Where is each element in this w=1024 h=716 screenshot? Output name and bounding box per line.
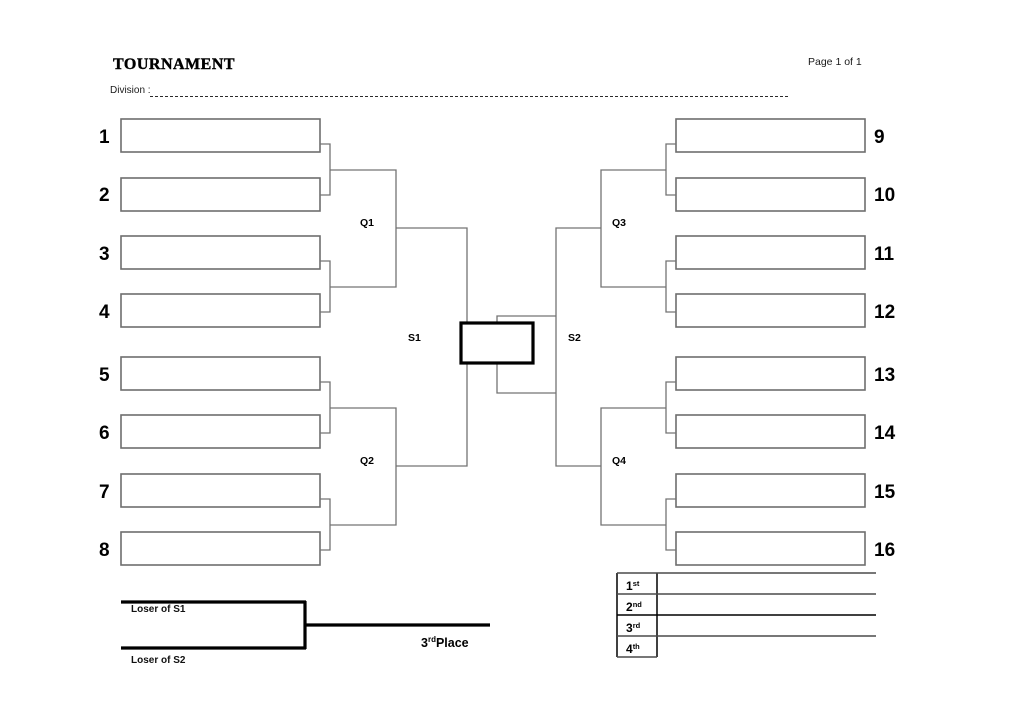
quarter-q2: Q2 bbox=[330, 407, 397, 526]
slot-box-16[interactable] bbox=[675, 531, 866, 566]
placement-rank-4-suffix: th bbox=[633, 642, 640, 651]
slot-box-9[interactable] bbox=[675, 118, 866, 153]
final-match bbox=[459, 315, 556, 394]
connector-pair-13-14 bbox=[665, 381, 676, 434]
final-winner-box[interactable] bbox=[459, 321, 535, 365]
left-seed-numbers: 1 2 3 4 5 6 7 8 bbox=[99, 127, 110, 561]
slot-box-14[interactable] bbox=[675, 414, 866, 449]
consolation-bottom-label: Loser of S2 bbox=[131, 655, 186, 666]
seed-number-12: 12 bbox=[874, 302, 895, 323]
round-label-s1: S1 bbox=[408, 332, 421, 344]
placement-rank-2: 2nd bbox=[626, 600, 642, 614]
round-label-q4: Q4 bbox=[612, 455, 626, 467]
right-bracket-slots bbox=[675, 118, 866, 566]
division-input-line[interactable] bbox=[150, 96, 788, 97]
page-title: TOURNAMENT bbox=[113, 56, 236, 73]
seed-number-4: 4 bbox=[99, 302, 110, 323]
seed-number-9: 9 bbox=[874, 127, 885, 148]
connector-pair-5-6 bbox=[320, 381, 331, 434]
quarter-q4: Q4 bbox=[600, 407, 666, 526]
placement-table: 1st 2nd 3rd 4th bbox=[616, 572, 876, 658]
slot-box-8[interactable] bbox=[120, 531, 321, 566]
seed-number-7: 7 bbox=[99, 482, 110, 503]
round-label-q1: Q1 bbox=[360, 217, 374, 229]
seed-number-16: 16 bbox=[874, 540, 895, 561]
round-label-s2: S2 bbox=[568, 332, 581, 344]
slot-box-3[interactable] bbox=[120, 235, 321, 270]
seed-number-11: 11 bbox=[874, 244, 895, 265]
slot-box-10[interactable] bbox=[675, 177, 866, 212]
placement-rank-1-number: 1 bbox=[626, 579, 633, 593]
third-place-word: Place bbox=[436, 636, 469, 650]
consolation-bracket: Loser of S1 Loser of S2 3rdPlace bbox=[121, 600, 490, 666]
slot-box-6[interactable] bbox=[120, 414, 321, 449]
placement-rank-2-suffix: nd bbox=[633, 600, 643, 609]
slot-box-5[interactable] bbox=[120, 356, 321, 391]
division-label: Division : bbox=[110, 85, 151, 96]
connector-q4 bbox=[600, 407, 666, 526]
consolation-top-label: Loser of S1 bbox=[131, 604, 186, 615]
seed-number-1: 1 bbox=[99, 127, 110, 148]
slot-box-4[interactable] bbox=[120, 293, 321, 328]
semi-s2: S2 bbox=[555, 227, 601, 467]
quarter-q3: Q3 bbox=[600, 169, 666, 288]
page-number: Page 1 of 1 bbox=[808, 56, 862, 68]
quarter-q1: Q1 bbox=[330, 169, 397, 288]
round-label-q2: Q2 bbox=[360, 455, 374, 467]
third-place-suffix: rd bbox=[428, 635, 436, 644]
placement-rank-4: 4th bbox=[626, 642, 640, 656]
connector-s2 bbox=[555, 227, 601, 467]
connector-pair-9-10 bbox=[665, 143, 676, 196]
placement-rank-1: 1st bbox=[626, 579, 640, 593]
slot-box-11[interactable] bbox=[675, 235, 866, 270]
connector-s1 bbox=[396, 227, 468, 467]
seed-number-15: 15 bbox=[874, 482, 896, 503]
slot-box-1[interactable] bbox=[120, 118, 321, 153]
semi-s1: S1 bbox=[396, 227, 468, 467]
slot-box-15[interactable] bbox=[675, 473, 866, 508]
seed-number-6: 6 bbox=[99, 423, 110, 444]
placement-rank-2-number: 2 bbox=[626, 600, 633, 614]
slot-box-12[interactable] bbox=[675, 293, 866, 328]
connector-pair-11-12 bbox=[665, 260, 676, 313]
connector-pair-15-16 bbox=[665, 498, 676, 551]
slot-box-2[interactable] bbox=[120, 177, 321, 212]
third-place-number: 3 bbox=[421, 636, 428, 650]
connector-pair-7-8 bbox=[320, 498, 331, 551]
seed-number-13: 13 bbox=[874, 365, 895, 386]
slot-box-13[interactable] bbox=[675, 356, 866, 391]
slot-box-7[interactable] bbox=[120, 473, 321, 508]
seed-number-2: 2 bbox=[99, 185, 110, 206]
right-seed-numbers: 9 10 11 12 13 14 15 16 bbox=[874, 127, 896, 561]
right-pair-connectors bbox=[665, 143, 676, 551]
connector-pair-1-2 bbox=[320, 143, 331, 196]
connector-q3 bbox=[600, 169, 666, 288]
seed-number-8: 8 bbox=[99, 540, 110, 561]
left-pair-connectors bbox=[320, 143, 331, 551]
connector-pair-3-4 bbox=[320, 260, 331, 313]
seed-number-14: 14 bbox=[874, 423, 896, 444]
seed-number-3: 3 bbox=[99, 244, 110, 265]
third-place-label: 3rdPlace bbox=[421, 635, 469, 650]
placement-rank-4-number: 4 bbox=[626, 642, 633, 656]
seed-number-5: 5 bbox=[99, 365, 110, 386]
round-label-q3: Q3 bbox=[612, 217, 626, 229]
placement-rank-3-number: 3 bbox=[626, 621, 633, 635]
placement-rank-3-suffix: rd bbox=[633, 621, 641, 630]
placement-rank-1-suffix: st bbox=[633, 579, 640, 588]
seed-number-10: 10 bbox=[874, 185, 895, 206]
placement-rank-3: 3rd bbox=[626, 621, 641, 635]
left-bracket-slots bbox=[120, 118, 321, 566]
